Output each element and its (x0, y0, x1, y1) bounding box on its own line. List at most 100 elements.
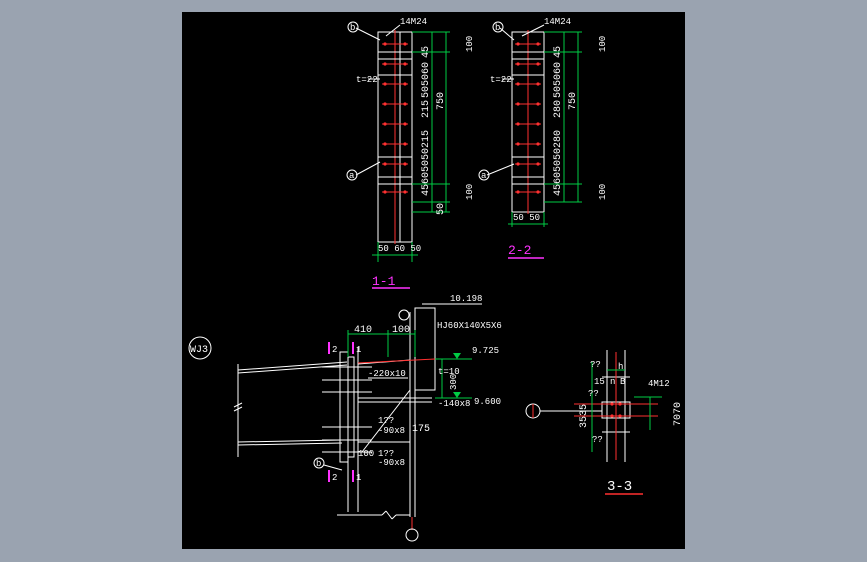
v2-dim-280-b: 280 (553, 130, 564, 148)
v2-marker-a: a (481, 171, 487, 181)
v2-dim-280-a: 280 (553, 100, 564, 118)
v1-dim-50-d: 50 (421, 160, 432, 172)
v1-dim-100-bot: 100 (465, 184, 475, 200)
column-section: HJ60X140X5X6 (437, 321, 502, 331)
v1-dim-45-top: 45 (421, 46, 432, 58)
v1-dim-215-b: 215 (421, 130, 432, 148)
v2-caption: 2-2 (508, 243, 531, 258)
plate-220x10: -220x10 (368, 369, 406, 379)
v2-dim-100-bot: 100 (598, 184, 608, 200)
rafter-beam (233, 361, 348, 457)
v2-dim-50-a: 50 (553, 74, 564, 86)
v2-marker-b-circle (492, 21, 504, 33)
v2-stiffeners (512, 51, 544, 185)
v1-stiffeners (378, 51, 412, 185)
v1-bolts (383, 42, 407, 194)
v3-dim-n: n (610, 377, 615, 387)
v3-bolt-spec: 4M12 (648, 379, 670, 389)
dim-100: 100 (392, 325, 410, 336)
dim-175: 175 (412, 424, 430, 435)
mark-1-top: 1 (356, 345, 361, 355)
v3-dim-15: 15 (594, 377, 605, 387)
v3-dimension-lines (591, 362, 662, 452)
top-level: 9.725 (472, 346, 499, 356)
plate-thickness: t=10 (438, 367, 460, 377)
v2-marker-b: b (495, 23, 500, 33)
v1-plate-thickness: t=22 (356, 75, 378, 85)
joint-marker-b: b (316, 459, 321, 469)
column-axis-bubble (405, 528, 419, 542)
v1-dim-60-bot: 60 (421, 172, 432, 184)
v1-marker-b: b (350, 23, 355, 33)
joint-elevation: WJ3 (188, 294, 502, 542)
cad-drawing: b a 14M24 t=22 45 60 50 50 215 215 50 50… (188, 17, 684, 542)
v2-plate-thickness: t=22 (490, 75, 512, 85)
axis-label: WJ3 (190, 345, 208, 356)
dim-410: 410 (354, 325, 372, 336)
v3-q-bottom: ?? (592, 435, 603, 445)
v2-dim-750: 750 (568, 92, 579, 110)
v2-bolts (516, 42, 540, 194)
mark-2-top: 2 (332, 345, 337, 355)
v2-leaders (486, 24, 545, 176)
v3-dim-7070: 7070 (673, 402, 684, 426)
joint-marker-b-leader (323, 464, 343, 471)
v1-dim-50-b: 50 (421, 86, 432, 98)
v2-dim-bottom: 50 50 (513, 213, 540, 223)
v3-q-mid: ?? (588, 389, 599, 399)
v2-dim-45-bot: 45 (553, 184, 564, 196)
v1-dim-215-a: 215 (421, 100, 432, 118)
v1-dim-45-bot: 45 (421, 184, 432, 196)
stiffener-2-q: 1?? (378, 449, 394, 459)
v2-dimension-lines (508, 31, 582, 227)
v2-dim-45-top: 45 (553, 46, 564, 58)
v1-dim-50-a: 50 (421, 74, 432, 86)
bottom-level: 9.600 (474, 397, 501, 407)
stiffener-1-q: 1?? (378, 416, 394, 426)
plate-140x8: -140x8 (438, 399, 470, 409)
v2-bolt-spec: 14M24 (544, 17, 571, 27)
column-marker-circle (398, 309, 410, 321)
section-marks (328, 342, 354, 482)
column-level: 10.198 (450, 294, 482, 304)
v1-leaders (355, 24, 401, 176)
column (337, 307, 436, 520)
v1-dim-bottom: 50 60 50 (378, 244, 421, 254)
bottom-dim-100: 100 (358, 449, 374, 459)
joint-dimension-lines (347, 330, 472, 399)
mark-1-bottom: 1 (356, 473, 361, 483)
v2-dim-50-d: 50 (553, 160, 564, 172)
cad-viewport[interactable]: b a 14M24 t=22 45 60 50 50 215 215 50 50… (182, 12, 685, 549)
v1-marker-a-circle (346, 169, 358, 181)
v1-bolt-spec: 14M24 (400, 17, 427, 27)
stiffener-1: -90x8 (378, 426, 405, 436)
view-3-3: ?? h 15 n B 4M12 ?? 3535 7070 ?? 3-3 (525, 350, 684, 495)
v1-dim-50-outer: 50 (436, 203, 447, 215)
dim-300: 300 (449, 374, 459, 390)
v3-dim-3535: 3535 (579, 404, 590, 428)
level-markers (453, 353, 461, 398)
v3-q-top: ?? (590, 360, 601, 370)
v2-dim-60-top: 60 (553, 62, 564, 74)
stiffener-2: -90x8 (378, 458, 405, 468)
view-2-2: b a 14M24 t=22 45 60 50 50 280 280 50 50… (478, 17, 608, 259)
view-1-1: b a 14M24 t=22 45 60 50 50 215 215 50 50… (346, 17, 475, 289)
v2-marker-a-circle (478, 169, 490, 181)
v2-dim-100-top: 100 (598, 36, 608, 52)
v2-dim-50-b: 50 (553, 86, 564, 98)
v1-caption: 1-1 (372, 274, 396, 289)
v1-dimension-lines (372, 31, 450, 262)
v2-dim-60-bot: 60 (553, 172, 564, 184)
v3-mark-b: B (620, 377, 626, 387)
v1-marker-b-circle (347, 21, 359, 33)
top-flange-line (357, 358, 436, 364)
v3-bolts (610, 402, 622, 418)
v1-dim-100-top: 100 (465, 36, 475, 52)
v2-dim-50-c: 50 (553, 148, 564, 160)
v1-dim-50-c: 50 (421, 148, 432, 160)
mark-2-bottom: 2 (332, 473, 337, 483)
axis-bubble (188, 336, 212, 360)
v1-dim-60-top: 60 (421, 62, 432, 74)
v1-dim-750: 750 (436, 92, 447, 110)
joint-marker-b-circle (313, 457, 325, 469)
